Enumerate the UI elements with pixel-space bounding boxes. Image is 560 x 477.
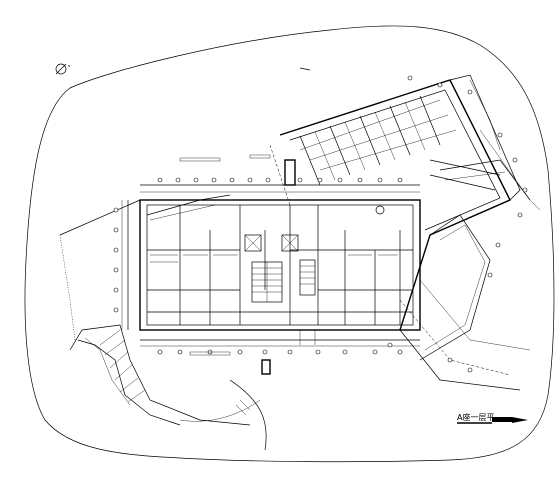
north-arrow-icon: N: [55, 63, 70, 75]
right-wing: [399, 159, 531, 391]
grid-bubbles-wing: [387, 75, 528, 373]
grid-bubbles-left: [113, 207, 119, 313]
svg-text:N: N: [68, 64, 70, 68]
main-building: [121, 184, 421, 347]
grid-bubbles-bottom: [157, 349, 403, 355]
grid-bubbles-top: [157, 177, 403, 183]
angled-wing: [269, 74, 541, 331]
detail-marks: [179, 67, 385, 416]
title-block: [455, 408, 528, 424]
site-boundary: [24, 25, 555, 463]
site-ramp: [59, 199, 267, 451]
drawing-title: A座一层平: [457, 412, 494, 422]
